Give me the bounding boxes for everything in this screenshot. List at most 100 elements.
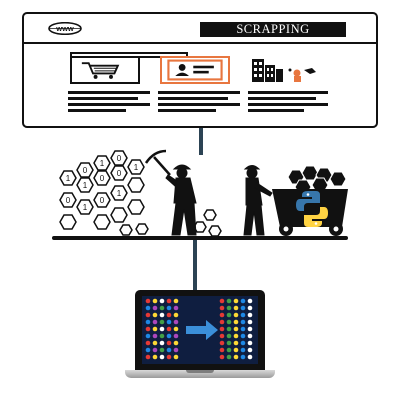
hex-cell: 1 [93, 155, 111, 171]
laptop-notch [186, 370, 214, 373]
hex-cell: 0 [93, 192, 111, 208]
card-text-lines [158, 91, 240, 115]
data-dot [152, 354, 158, 360]
hex-cell: 1 [127, 159, 145, 175]
connector-top [199, 128, 203, 155]
scrapping-banner: SCRAPPING [200, 22, 346, 37]
laptop-display [142, 296, 258, 364]
data-dot [247, 333, 253, 339]
data-dot [173, 305, 179, 311]
hex-cell [203, 209, 217, 221]
data-dot [219, 347, 225, 353]
data-dot [159, 305, 165, 311]
hex-cell [127, 199, 145, 215]
svg-text:0: 0 [100, 196, 105, 205]
data-dot [226, 340, 232, 346]
data-dot [226, 354, 232, 360]
transform-arrow-icon [186, 320, 218, 340]
data-dot [166, 354, 172, 360]
hex-cell [119, 224, 133, 236]
hex-cell: 1 [59, 170, 77, 186]
data-dot [152, 340, 158, 346]
data-dot [173, 347, 179, 353]
data-dot [152, 312, 158, 318]
data-dot [233, 319, 239, 325]
id-card-icon [167, 59, 223, 81]
data-dot [240, 354, 246, 360]
ground-line [52, 236, 348, 240]
hex-cell: 0 [76, 162, 94, 178]
hex-cell [193, 221, 207, 233]
data-dot [152, 298, 158, 304]
svg-text:1: 1 [83, 181, 88, 190]
data-dot [233, 354, 239, 360]
data-dot [159, 333, 165, 339]
data-dot [219, 340, 225, 346]
data-dot [166, 340, 172, 346]
data-dot [240, 305, 246, 311]
data-dot [159, 354, 165, 360]
data-dot [233, 340, 239, 346]
hex-cell: 0 [93, 170, 111, 186]
browser-titlebar: www SCRAPPING [24, 14, 376, 44]
data-dot [145, 354, 151, 360]
data-dot [166, 326, 172, 332]
data-dot [247, 326, 253, 332]
svg-text:1: 1 [134, 163, 139, 172]
data-dot [173, 319, 179, 325]
data-dot [240, 333, 246, 339]
data-dot [240, 326, 246, 332]
data-dot [219, 298, 225, 304]
data-dot [152, 333, 158, 339]
hex-cell: 0 [110, 150, 128, 166]
data-dot [240, 340, 246, 346]
data-dot [166, 305, 172, 311]
data-dot [173, 340, 179, 346]
shopping-cart-icon [81, 62, 120, 79]
data-dot [173, 326, 179, 332]
data-dot [240, 347, 246, 353]
data-dot [233, 312, 239, 318]
miner-pushing-cart-icon [243, 165, 273, 236]
data-dot [240, 319, 246, 325]
data-dot [166, 319, 172, 325]
data-dot [166, 298, 172, 304]
svg-text:0: 0 [117, 169, 122, 178]
laptop-base [125, 370, 275, 378]
data-dot [166, 347, 172, 353]
data-dot [173, 354, 179, 360]
data-dot [145, 319, 151, 325]
www-globe-icon: www [48, 22, 82, 35]
mine-cart-icon [272, 165, 348, 236]
data-dot [233, 326, 239, 332]
data-dot [152, 326, 158, 332]
hex-cell [135, 223, 149, 235]
data-dot [159, 298, 165, 304]
data-dot [219, 354, 225, 360]
data-dot [152, 347, 158, 353]
data-dot [247, 319, 253, 325]
svg-text:1: 1 [66, 174, 71, 183]
data-dot [145, 305, 151, 311]
data-dot [240, 312, 246, 318]
data-dot [247, 354, 253, 360]
svg-text:1: 1 [117, 189, 122, 198]
data-dot [219, 312, 225, 318]
python-logo-icon [296, 191, 328, 227]
hex-cell [93, 214, 111, 230]
connector-bottom [193, 240, 197, 292]
data-dot [226, 298, 232, 304]
data-dot [226, 312, 232, 318]
hex-cell [59, 214, 77, 230]
data-dot [233, 347, 239, 353]
hex-cell: 1 [76, 177, 94, 193]
data-dot [145, 340, 151, 346]
svg-text:0: 0 [66, 196, 71, 205]
data-dot [173, 298, 179, 304]
clean-data-dots [219, 298, 253, 360]
data-dot [159, 326, 165, 332]
data-dot [233, 305, 239, 311]
data-dot [159, 340, 165, 346]
data-transform-graphic [145, 298, 253, 360]
